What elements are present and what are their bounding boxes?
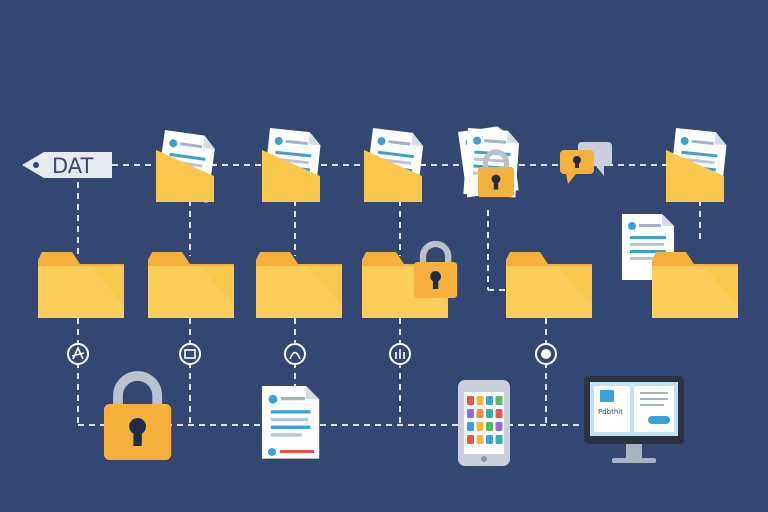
app-tile: [476, 409, 484, 418]
image-icon: [179, 343, 201, 365]
bottom-document: [262, 386, 320, 459]
folder-with-document-3: [364, 128, 425, 202]
app-tile: [486, 396, 493, 405]
locked-documents: [458, 124, 520, 198]
folder-icon: [156, 150, 214, 202]
folder-3: [256, 252, 342, 318]
app-tile: [495, 422, 503, 431]
locked-folder: [362, 244, 457, 318]
link-icon: [284, 343, 306, 365]
folder-with-document-4: [666, 128, 728, 202]
folder-with-document-1: [155, 130, 217, 203]
folder-with-document-2: [262, 128, 322, 202]
folder-5: [506, 252, 592, 318]
folder-icon: [506, 252, 592, 318]
app-tile: [476, 422, 484, 431]
folder-2: [148, 252, 234, 318]
app-tile: [486, 435, 493, 444]
app-tile: [476, 435, 484, 444]
folder-icon: [666, 150, 724, 202]
app-tile: [467, 409, 474, 418]
folder-icon: [364, 150, 422, 202]
smartphone: [458, 380, 510, 466]
acrobat-icon: [67, 343, 89, 365]
app-tile: [486, 422, 493, 431]
tag-label: DAT: [52, 154, 94, 178]
app-tile: [476, 396, 484, 405]
folder-icon: [256, 252, 342, 318]
dat-tag: DAT: [22, 152, 112, 178]
app-tile: [467, 396, 474, 405]
app-tile: [467, 422, 474, 431]
app-tile: [495, 435, 503, 444]
app-tile: [486, 409, 493, 418]
app-grid: [467, 396, 503, 444]
monitor-app-label: Pdbthit: [598, 408, 623, 416]
globe-icon: [535, 343, 557, 365]
chat-lock: [560, 142, 612, 184]
folder-icon: [652, 252, 738, 318]
app-tile: [495, 396, 503, 405]
app-tile: [467, 435, 474, 444]
folder-1: [38, 252, 124, 318]
folder-with-document-5: [622, 214, 738, 318]
folder-icon: [262, 150, 320, 202]
app-tile: [495, 409, 503, 418]
document-icon: [262, 386, 320, 459]
lock-icon: [414, 244, 457, 298]
folder-icon: [38, 252, 124, 318]
lock-icon: [104, 376, 171, 460]
network-icon: [389, 343, 411, 365]
desktop-monitor: Pdbthit: [584, 376, 684, 463]
folder-icon: [148, 252, 234, 318]
large-lock: [104, 376, 171, 460]
